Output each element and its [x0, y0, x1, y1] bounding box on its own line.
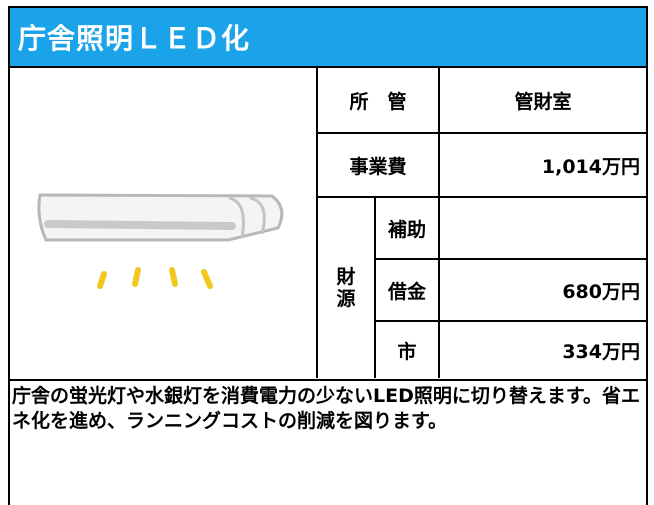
jigyohi-label: 事業費: [316, 134, 438, 198]
led-light-fixture-icon: [37, 193, 284, 289]
shi-label: 市: [374, 322, 438, 378]
zaigen-label: 財 源: [316, 198, 374, 378]
shakkin-value: 680万円: [438, 260, 646, 322]
hojo-value: [438, 198, 646, 260]
light-rays: [97, 267, 213, 289]
hojo-label: 補助: [374, 198, 438, 260]
page-title: 庁舎照明ＬＥＤ化: [18, 22, 251, 55]
shokan-label: 所 管: [316, 68, 438, 134]
illustration-area: [10, 68, 316, 378]
info-table: 所 管 管財室 事業費 1,014万円 財 源 補助 借金 680万円 市 33…: [316, 68, 646, 378]
shi-value: 334万円: [438, 322, 646, 378]
description-text: 庁舎の蛍光灯や水銀灯を消費電力の少ないLED照明に切り替えます。省エネ化を進め、…: [10, 379, 646, 434]
shokan-value: 管財室: [438, 68, 646, 134]
project-card: 庁舎照明ＬＥＤ化 所 管 管財室 事業費 1,014万円 財 源: [8, 6, 648, 505]
shakkin-label: 借金: [374, 260, 438, 322]
header-bar: 庁舎照明ＬＥＤ化: [10, 8, 646, 68]
zaigen-label-char-1: 財: [336, 266, 356, 288]
jigyohi-value: 1,014万円: [438, 134, 646, 198]
zaigen-label-char-2: 源: [336, 288, 356, 310]
